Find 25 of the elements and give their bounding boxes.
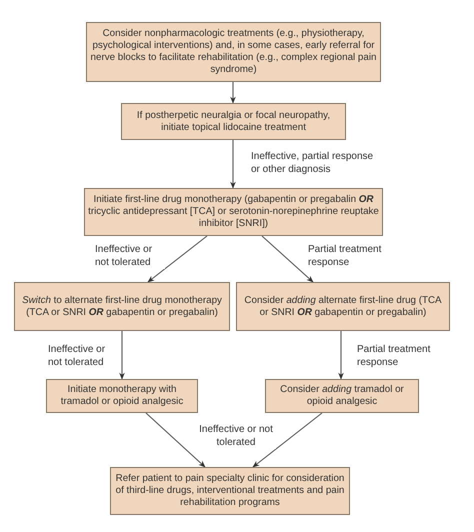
box-text: Consider adding tramadol or opioid analgesic — [279, 384, 405, 408]
arrow — [230, 82, 236, 104]
arrow — [262, 236, 314, 282]
arrow — [146, 412, 206, 468]
arrow — [147, 236, 208, 282]
arrow — [119, 330, 125, 380]
arrow — [338, 330, 344, 380]
box-text: Switch to alternate first-line drug monotherapy (TCA or SNRI OR gabapentin or pregabalin) — [21, 294, 223, 318]
box-text: Consider adding alternate first-line drug (TCA or SNRI OR gabapentin or pregabalin) — [243, 294, 443, 318]
process-box — [86, 22, 381, 82]
box-text: Consider nonpharmacologic treatments (e.g., physiotherapy, psychological interventions) and, in some cases, early referral for nerve blocks to facilitate rehabilitation (e.g., complex regional pain syndrome) — [90, 28, 378, 76]
process-box — [84, 188, 383, 236]
box-text: Initiate first-line drug monotherapy (gabapentin or pregabalin OR tricyclic antidepressant [TCA] or serotonin-norepinephrine reuptake inhibitor [SNRI]) — [87, 194, 380, 230]
edge-label: Ineffective or not tolerated — [95, 244, 165, 269]
box-text: Refer patient to pain specialty clinic for consideration of third-line drugs, interventional treatments and pain rehabilitation programs — [114, 473, 346, 509]
arrow — [252, 412, 322, 468]
arrow — [230, 140, 236, 189]
process-box — [265, 379, 419, 413]
process-box — [121, 103, 346, 140]
box-text: If postherpetic neuralgia or focal neuropathy, initiate topical lidocaine treatment — [136, 110, 332, 134]
process-box — [14, 282, 230, 331]
process-box — [236, 282, 450, 331]
process-box — [46, 379, 198, 413]
box-text: Initiate monotherapy with tramadol or opioid analgesic — [60, 384, 184, 408]
process-box — [110, 467, 350, 515]
